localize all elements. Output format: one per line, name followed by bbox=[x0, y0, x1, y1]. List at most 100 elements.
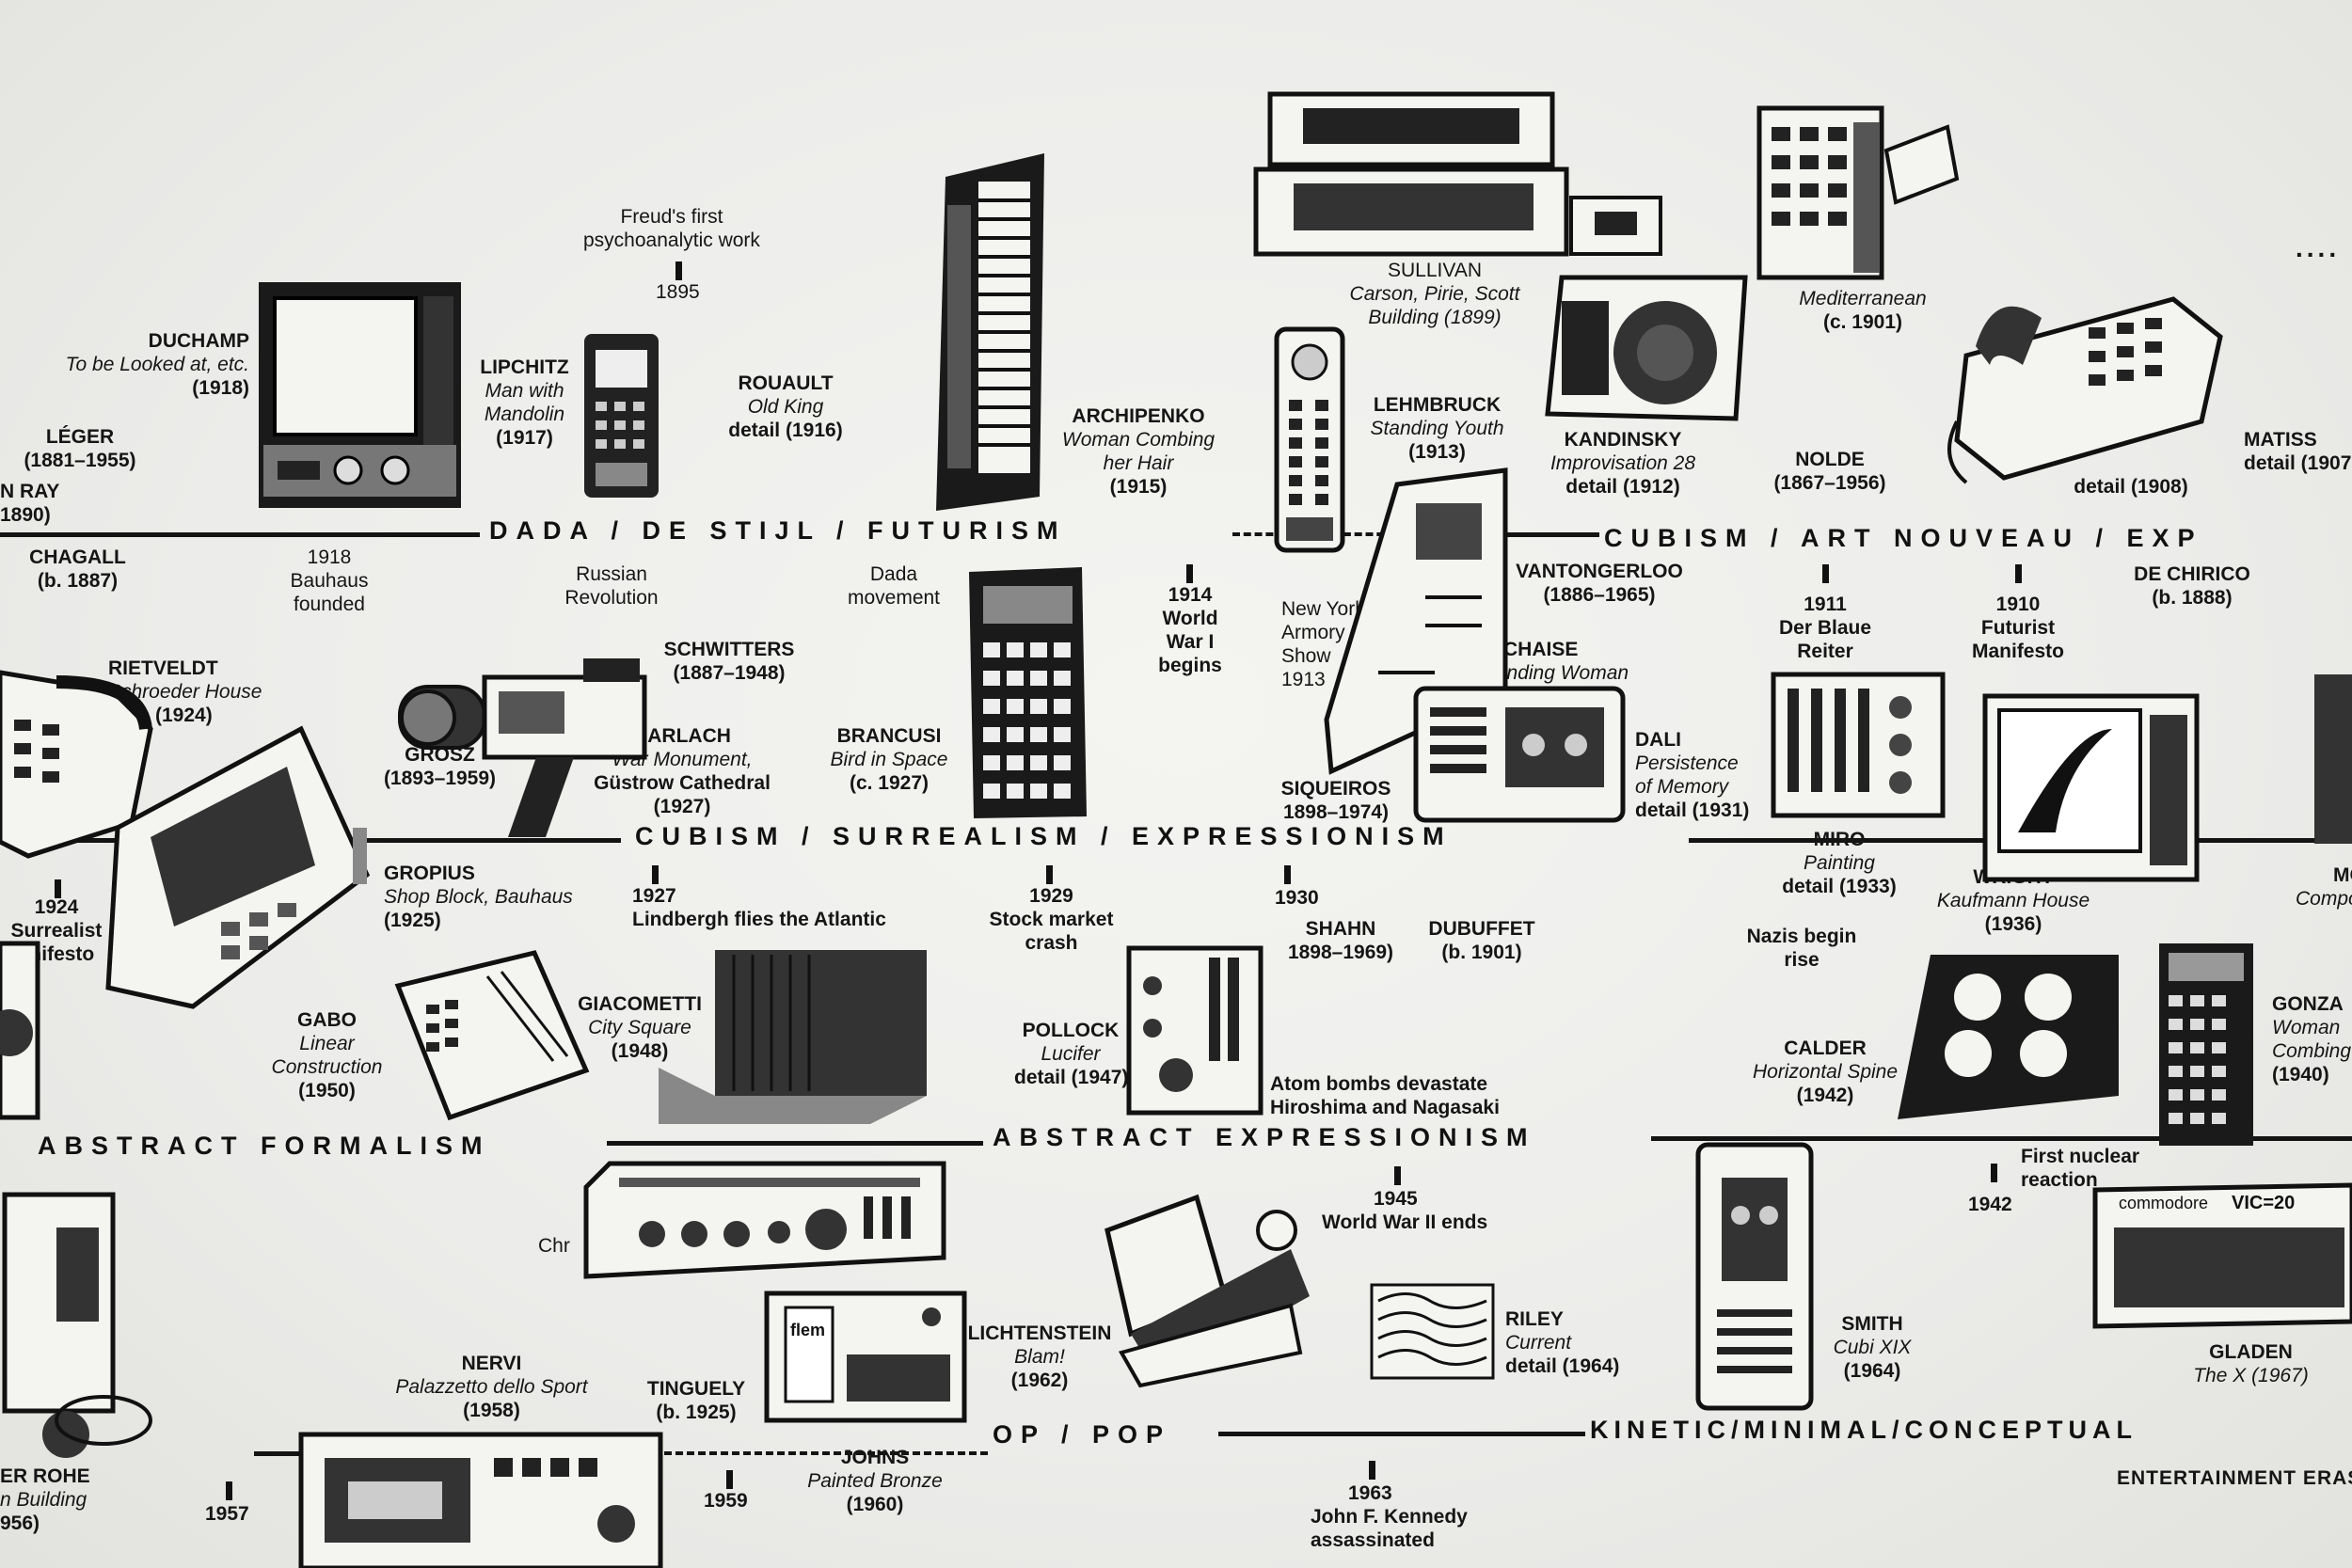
tape-unit-illustration: flem bbox=[762, 1289, 969, 1425]
band-cubism-surrealism: CUBISM / SURREALISM / EXPRESSIONISM bbox=[635, 822, 1453, 850]
op-art-pattern-illustration bbox=[1369, 1282, 1496, 1381]
svg-text:flem: flem bbox=[790, 1321, 825, 1339]
band-line-1 bbox=[0, 532, 480, 537]
tick-1927 bbox=[652, 865, 659, 884]
cordless-phone-illustration bbox=[1272, 325, 1352, 555]
calculator-illustration bbox=[964, 562, 1091, 821]
tick-1930 bbox=[1284, 865, 1291, 884]
partial-device-right-edge bbox=[2310, 670, 2352, 848]
tick-1914 bbox=[1186, 564, 1193, 583]
tick-1957 bbox=[226, 1481, 232, 1500]
tick-1942 bbox=[1991, 1164, 1997, 1182]
pocket-recorder-illustration bbox=[1693, 1140, 1816, 1413]
stereo-deck-illustration bbox=[1124, 943, 1265, 1117]
label-chr: Chr bbox=[538, 1235, 570, 1257]
svg-text:commodore: commodore bbox=[2119, 1194, 2208, 1212]
television-illustration bbox=[254, 277, 466, 513]
label-1930: 1930 bbox=[1275, 887, 1319, 909]
video-camera-illustration bbox=[395, 654, 659, 842]
label-mo: MOCompositi bbox=[2296, 864, 2352, 910]
monitor-cube-illustration bbox=[654, 945, 946, 1129]
portable-cassette-illustration bbox=[0, 1190, 155, 1463]
label-vantongerloo: VANTONGERLOO(1886–1965) bbox=[1516, 561, 1683, 606]
band-line-3b bbox=[1651, 1136, 2352, 1141]
partial-device-left-edge bbox=[0, 939, 42, 1127]
band-abstract-formalism: ABSTRACT FORMALISM bbox=[38, 1132, 491, 1160]
band-abstract-expressionism: ABSTRACT EXPRESSIONISM bbox=[993, 1123, 1536, 1151]
band-op-pop: OP / POP bbox=[993, 1420, 1172, 1449]
amplifier-illustration bbox=[581, 1159, 950, 1281]
svg-text:VIC=20: VIC=20 bbox=[2232, 1193, 2295, 1213]
synthesizer-keyboard-illustration bbox=[927, 149, 1054, 515]
band-dada: DADA / DE STIJL / FUTURISM bbox=[489, 516, 1067, 545]
desk-telephone-illustration bbox=[1938, 280, 2225, 492]
tick-1945 bbox=[1394, 1166, 1401, 1185]
cassette-recorder-illustration bbox=[1411, 679, 1628, 825]
label-tinguely: TINGUELY(b. 1925) bbox=[646, 1378, 746, 1423]
speaker-illustration bbox=[1543, 273, 1750, 423]
tick-1963 bbox=[1369, 1461, 1375, 1480]
label-leger: LÉGER(1881–1955) bbox=[24, 426, 136, 471]
label-mediterranean: Mediterranean(c. 1901) bbox=[1799, 288, 1927, 333]
pocket-phone-illustration bbox=[1103, 1193, 1314, 1390]
tick-1910 bbox=[2015, 564, 2022, 583]
footer-caption: ENTERTAINMENT ERAS bbox=[2117, 1467, 2352, 1489]
tick-1895 bbox=[675, 261, 682, 280]
label-nolde: NOLDE(1867–1956) bbox=[1773, 449, 1886, 494]
label-de-chirico: DE CHIRICO(b. 1888) bbox=[2134, 563, 2250, 609]
band-kinetic-minimal: KINETIC/MINIMAL/CONCEPTUAL bbox=[1590, 1416, 2137, 1444]
commodore-vic20-illustration: commodore VIC=20 bbox=[2090, 1180, 2352, 1331]
scientific-calculator-illustration bbox=[2154, 939, 2258, 1150]
label-dubuffet: DUBUFFET(b. 1901) bbox=[1428, 918, 1535, 963]
band-cubism-art-nouveau: CUBISM / ART NOUVEAU / EXP bbox=[1604, 524, 2203, 552]
label-1957: 1957 bbox=[205, 1503, 249, 1525]
clock-radio-illustration bbox=[99, 724, 372, 1016]
tick-1959 bbox=[726, 1470, 733, 1489]
band-line-4b bbox=[1218, 1432, 1585, 1436]
band-line-3 bbox=[607, 1141, 983, 1146]
television-illustration-right bbox=[1980, 691, 2201, 889]
label-1959: 1959 bbox=[704, 1490, 748, 1512]
tick-1929 bbox=[1046, 865, 1053, 884]
tick-1924 bbox=[55, 879, 61, 898]
cassette-deck-illustration bbox=[296, 1430, 665, 1568]
home-computer-illustration bbox=[1251, 89, 1665, 259]
